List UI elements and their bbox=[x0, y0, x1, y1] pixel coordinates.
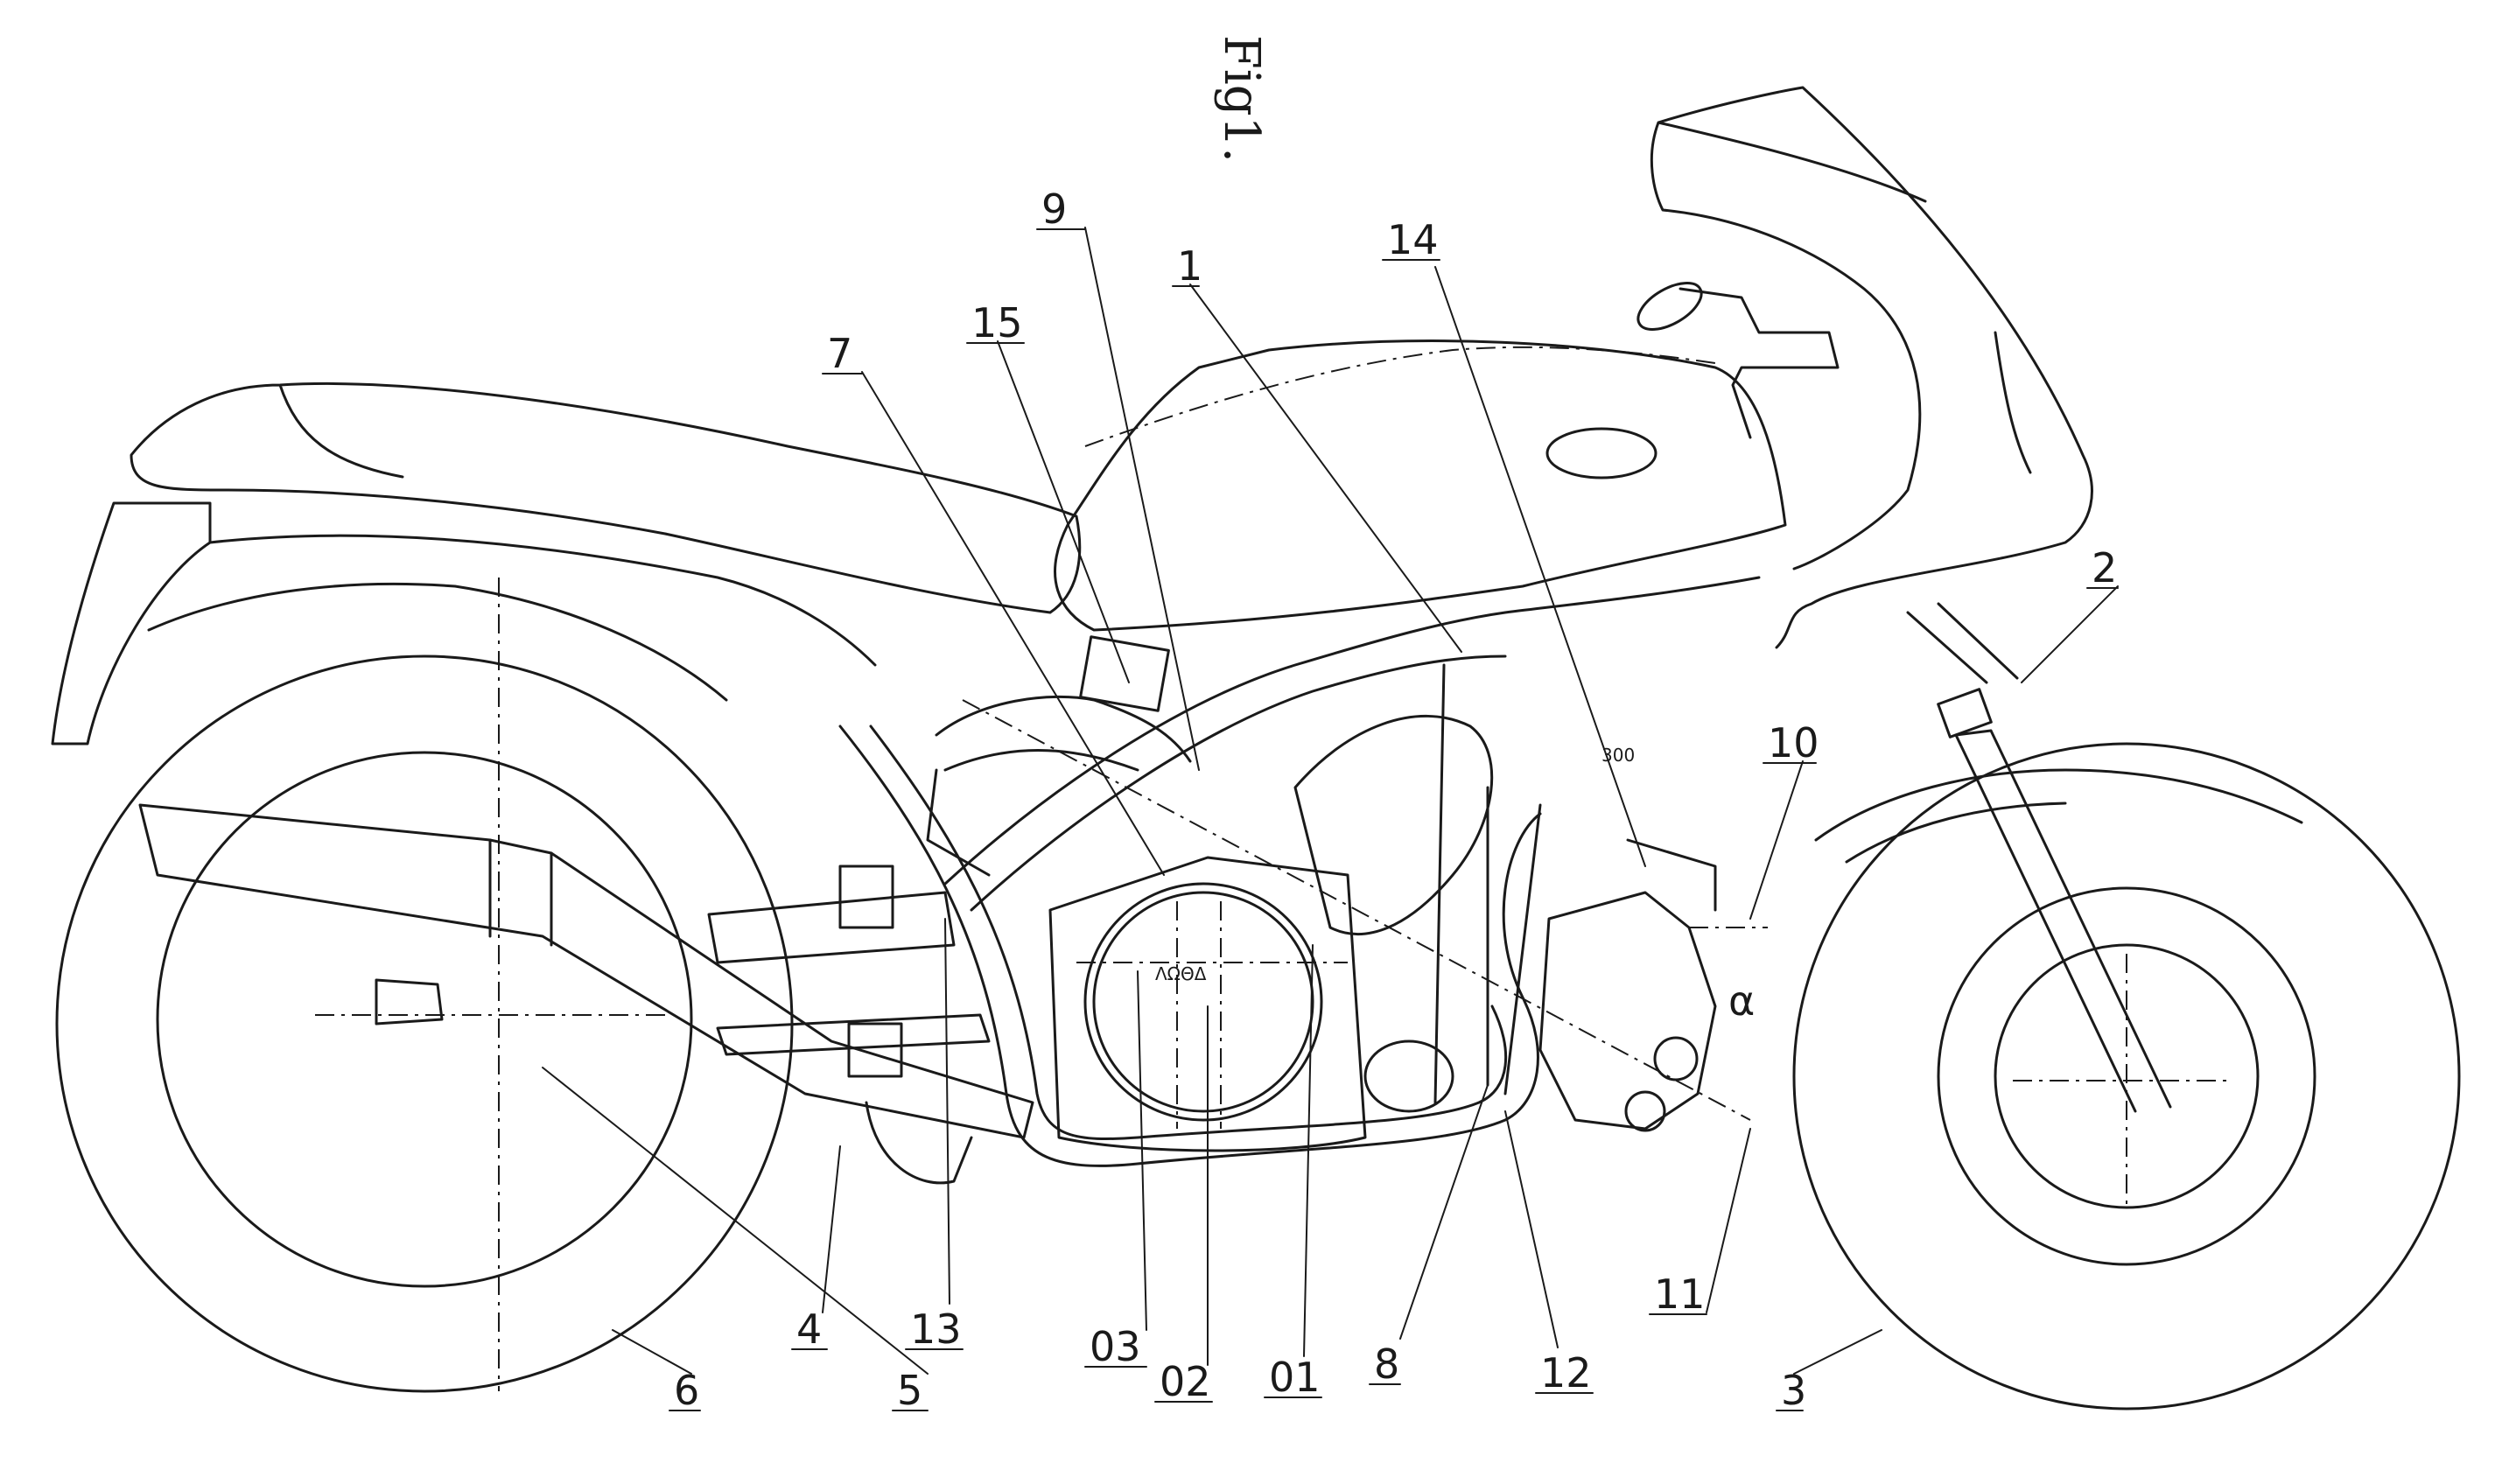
label-8: 8 bbox=[1374, 1340, 1399, 1388]
label-2: 2 bbox=[2092, 544, 2117, 592]
label-7: 7 bbox=[827, 330, 852, 377]
clutch-cover bbox=[1083, 882, 1323, 1122]
engine-engraving: ΛΩΘΔ bbox=[1155, 963, 1207, 984]
label-1: 1 bbox=[1177, 242, 1202, 290]
seat bbox=[130, 382, 1082, 614]
front-fender bbox=[1814, 768, 2303, 864]
label-11: 11 bbox=[1654, 1270, 1706, 1318]
figure-title-text: Fig1. bbox=[1213, 35, 1270, 163]
fuel-tank bbox=[1054, 340, 1787, 632]
label-4: 4 bbox=[796, 1306, 822, 1353]
front-fork bbox=[1906, 602, 2172, 1113]
mirror bbox=[1636, 282, 1840, 439]
label-14: 14 bbox=[1387, 216, 1439, 263]
label-12: 12 bbox=[1540, 1349, 1592, 1396]
label-02: 02 bbox=[1160, 1358, 1211, 1405]
engine: ΛΩΘΔ bbox=[926, 635, 1494, 1152]
label-underlines bbox=[669, 228, 2119, 1411]
swingarm bbox=[707, 864, 991, 1185]
frame bbox=[838, 576, 1761, 1167]
label-5: 5 bbox=[897, 1367, 922, 1414]
gearbox bbox=[1538, 838, 1717, 1132]
angle-symbol: α bbox=[1728, 977, 1755, 1025]
reference-labels: 9 1 14 15 7 2 10 11 12 8 01 02 03 13 4 5… bbox=[674, 186, 2117, 1414]
tail-section bbox=[51, 501, 877, 746]
label-9: 9 bbox=[1041, 186, 1067, 233]
rear-fender bbox=[147, 582, 728, 702]
front-wheel bbox=[1792, 742, 2461, 1410]
label-03: 03 bbox=[1090, 1323, 1141, 1370]
angle-line bbox=[962, 699, 1768, 1121]
label-10: 10 bbox=[1768, 719, 1819, 766]
label-15: 15 bbox=[971, 299, 1023, 346]
label-6: 6 bbox=[674, 1367, 699, 1414]
tank-top-contour bbox=[1084, 346, 1716, 447]
leader-lines bbox=[542, 227, 2119, 1375]
label-3: 3 bbox=[1781, 1367, 1806, 1414]
label-13: 13 bbox=[910, 1306, 962, 1353]
label-01: 01 bbox=[1269, 1354, 1321, 1401]
fairing bbox=[1650, 86, 2093, 649]
exhaust bbox=[138, 803, 1034, 1139]
figure-title: Fig1. bbox=[1213, 35, 1270, 163]
fuel-cap bbox=[1545, 427, 1657, 480]
